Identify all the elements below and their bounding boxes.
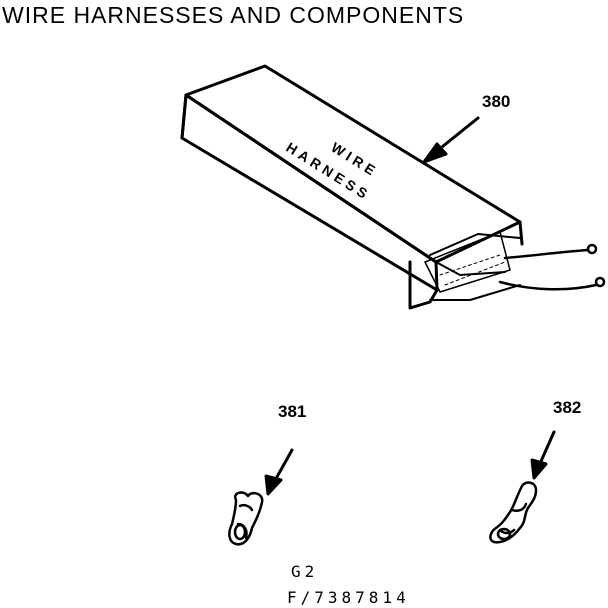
part-number-381: 381 <box>278 402 307 421</box>
callout-arrow-380 <box>422 116 480 164</box>
callout-arrow-381 <box>264 448 294 496</box>
page-title: WIRE HARNESSES AND COMPONENTS <box>2 2 465 28</box>
terminal-part-382 <box>489 481 538 544</box>
terminal-part-381 <box>228 491 264 546</box>
wire-harness-box <box>180 64 606 310</box>
diagram-code-g2: G2 <box>291 562 319 581</box>
part-number-382: 382 <box>553 398 582 417</box>
callout-arrow-382 <box>530 430 556 480</box>
part-number-380: 380 <box>482 92 511 111</box>
diagram-code-part-number: F/7387814 <box>287 588 410 607</box>
